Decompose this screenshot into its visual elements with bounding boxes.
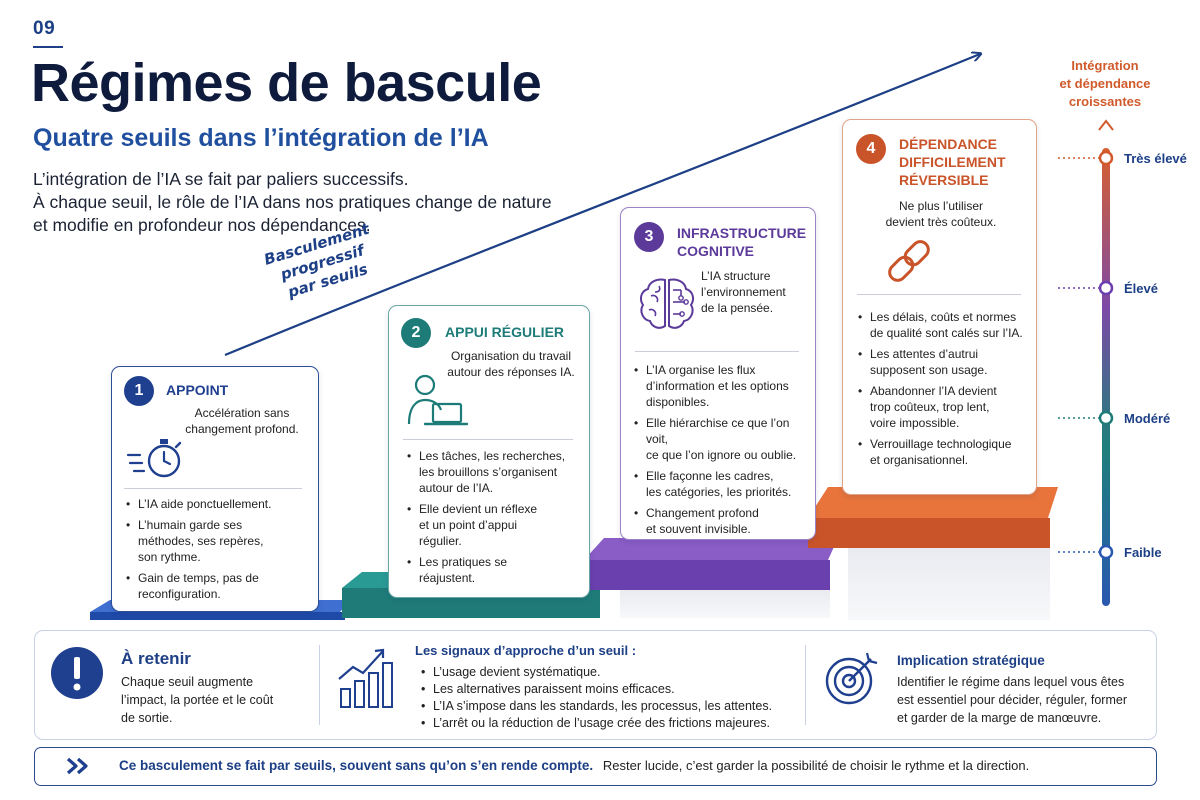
stage-card-2: 2 APPUI RÉGULIER Organisation du travail… <box>388 305 590 598</box>
scale-level-very-high: Très élevé <box>1124 151 1187 166</box>
signals-title: Les signaux d’approche d’un seuil : <box>415 643 637 658</box>
double-chevron-icon <box>66 757 88 775</box>
stage-bullet: Les tâches, les recherches,les brouillon… <box>407 448 587 496</box>
intro-text: L’intégration de l’IA se fait par palier… <box>33 168 552 237</box>
stage-divider <box>635 351 799 352</box>
section-number: 09 <box>33 18 56 39</box>
footer-text: Ce basculement se fait par seuils, souve… <box>119 758 1029 773</box>
page-title: Régimes de bascule <box>31 53 542 113</box>
summary-divider <box>805 645 806 725</box>
retain-title: À retenir <box>121 649 191 668</box>
stage-description: Accélération sans changement profond. <box>185 406 299 436</box>
stage-badge: 1 <box>124 376 154 406</box>
stage-description: L’IA structure l’environnement de la pen… <box>701 269 786 315</box>
section-underline <box>33 46 63 48</box>
footer-banner: Ce basculement se fait par seuils, souve… <box>34 747 1157 786</box>
stage-bullets: Les tâches, les recherches,les brouillon… <box>407 448 587 591</box>
strategy-title: Implication stratégique <box>897 653 1045 668</box>
signal-item: L’usage devient systématique. <box>421 664 791 680</box>
stage-divider <box>124 488 302 489</box>
stopwatch-icon <box>126 439 182 478</box>
stage-bullet: Elle façonne les cadres,les catégories, … <box>634 468 814 500</box>
stage-bullets: L’IA aide ponctuellement. L’humain garde… <box>126 496 311 607</box>
target-icon <box>825 652 878 705</box>
page-subtitle: Quatre seuils dans l’intégration de l’IA <box>33 124 489 152</box>
summary-divider <box>319 645 320 725</box>
dependency-scale <box>1058 119 1114 606</box>
stage-title: APPOINT <box>166 382 229 398</box>
intro-line: et modifie en profondeur nos dépendances… <box>33 215 371 235</box>
stage-badge: 2 <box>401 318 431 348</box>
signal-item: L’IA s’impose dans les standards, les pr… <box>421 698 791 714</box>
stage-badge: 4 <box>856 134 886 164</box>
stage-card-1: 1 APPOINT Accélération sans changement p… <box>111 366 319 612</box>
retain-text: Chaque seuil augmente l’impact, la porté… <box>121 675 274 725</box>
signal-item: L’arrêt ou la réduction de l’usage crée … <box>421 715 791 731</box>
scale-level-high: Élevé <box>1124 281 1158 296</box>
stage-card-4: 4 DÉPENDANCE DIFFICILEMENT RÉVERSIBLE Ne… <box>842 119 1037 495</box>
strategy-text: Identifier le régime dans lequel vous êt… <box>897 675 1127 725</box>
stage-title: DÉPENDANCE DIFFICILEMENT RÉVERSIBLE <box>899 136 1006 188</box>
footer-normal-text: Rester lucide, c’est garder la possibili… <box>602 758 1030 773</box>
stage-bullet: Elle hiérarchise ce que l’on voit,ce que… <box>634 415 814 463</box>
scale-level-low: Faible <box>1124 545 1162 560</box>
exclamation-icon <box>51 647 103 699</box>
stage-title: APPUI RÉGULIER <box>445 324 565 340</box>
stage-badge: 3 <box>634 222 664 252</box>
stage-card-3: 3 INFRASTRUCTURE COGNITIVE L’IA structur… <box>620 207 816 540</box>
footer-bold-text: Ce basculement se fait par seuils, souve… <box>119 758 594 773</box>
person-laptop-icon <box>407 374 469 426</box>
intro-line: L’intégration de l’IA se fait par palier… <box>33 169 409 189</box>
growth-chart-icon <box>338 648 393 708</box>
stage-title: INFRASTRUCTURE COGNITIVE <box>677 225 807 259</box>
signals-list: L’usage devient systématique. Les altern… <box>421 664 791 732</box>
stage-description: Ne plus l’utiliser devient très coûteux. <box>885 199 997 229</box>
stage-description: Organisation du travail autour des répon… <box>447 349 575 379</box>
progress-curve-arrow <box>224 54 980 357</box>
scale-title: Intégration et dépendance croissantes <box>1059 58 1151 109</box>
chain-link-icon <box>888 240 930 282</box>
intro-line: À chaque seuil, le rôle de l’IA dans nos… <box>33 192 552 212</box>
scale-level-moderate: Modéré <box>1124 411 1171 426</box>
stage-bullet: L’IA aide ponctuellement. <box>126 496 311 512</box>
signal-item: Les alternatives paraissent moins effica… <box>421 681 791 697</box>
stage-divider <box>857 294 1021 295</box>
summary-panel: À retenir Chaque seuil augmente l’impact… <box>34 630 1157 740</box>
stage-divider <box>403 439 573 440</box>
brain-circuit-icon <box>639 278 695 329</box>
